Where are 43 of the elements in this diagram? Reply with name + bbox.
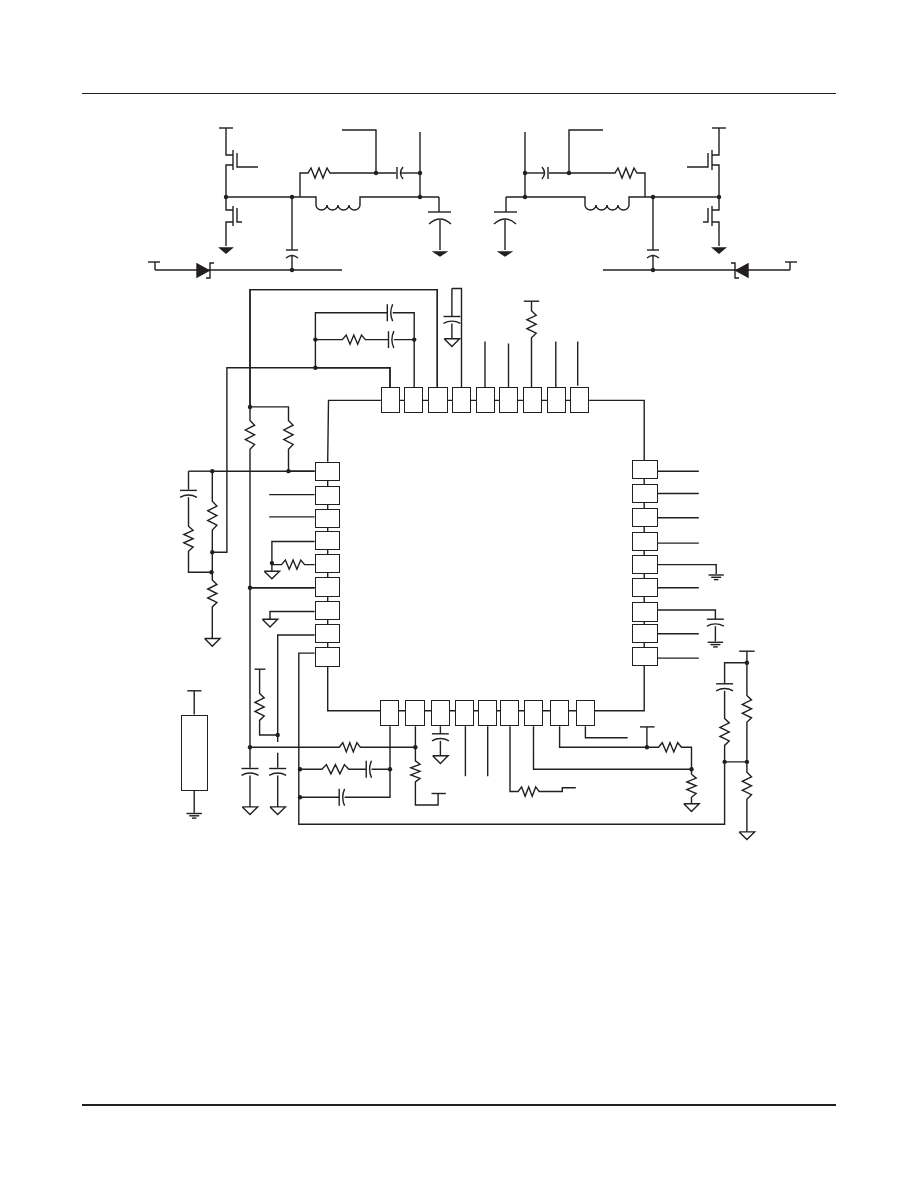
wire	[271, 540, 316, 571]
pin-box	[314, 647, 340, 667]
pin-box	[314, 577, 340, 597]
pin-box	[475, 386, 495, 413]
pin-box	[430, 700, 450, 727]
pin-box	[631, 578, 658, 598]
pin-box	[403, 386, 424, 413]
wire	[249, 288, 438, 472]
pin-box	[428, 386, 448, 413]
pin-box	[314, 601, 340, 621]
pin-box	[314, 485, 340, 505]
pin-box	[631, 507, 658, 527]
pin-box	[314, 531, 340, 551]
pin-box	[631, 483, 658, 504]
pin-box	[575, 700, 595, 727]
pin-box	[379, 700, 399, 727]
pin-box	[500, 700, 520, 727]
pin-box	[550, 700, 570, 727]
pin-box	[314, 508, 340, 529]
pin-box	[523, 386, 543, 413]
pin-box	[451, 386, 472, 413]
pin-box	[570, 386, 590, 413]
pin-box	[631, 531, 658, 552]
pin-box	[631, 646, 658, 666]
pin-box	[314, 624, 340, 644]
pin-box	[498, 386, 519, 413]
pin-box	[380, 386, 400, 413]
pin-box	[405, 700, 425, 727]
wire	[298, 652, 391, 776]
wire	[249, 587, 417, 754]
pin-box	[314, 461, 340, 481]
pin-box	[477, 700, 497, 727]
pin-box	[631, 602, 658, 622]
pin-box	[631, 624, 658, 644]
wire	[314, 333, 415, 388]
component-box	[180, 714, 208, 791]
pin-box	[631, 555, 658, 575]
pin-box	[631, 460, 658, 480]
wire	[532, 725, 693, 770]
pin-box	[546, 386, 567, 413]
pin-box	[314, 554, 340, 574]
pin-box	[523, 700, 544, 727]
pin-box	[454, 700, 474, 727]
